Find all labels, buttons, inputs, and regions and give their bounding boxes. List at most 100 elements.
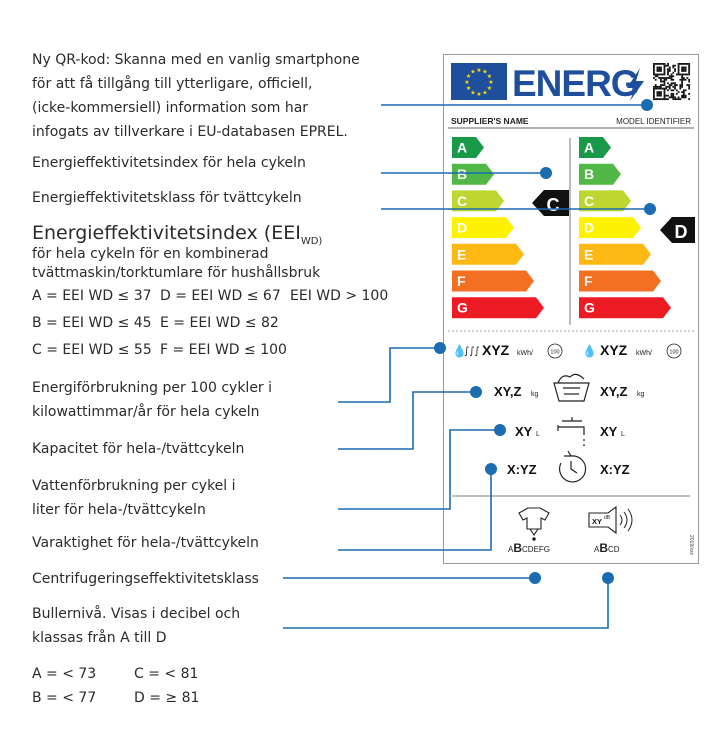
qr-module <box>656 91 659 94</box>
qr-module <box>660 91 662 94</box>
qr-module <box>667 73 669 76</box>
eei-scale-row: D = EEI WD ≤ 67 <box>160 286 281 306</box>
qr-module <box>670 94 673 97</box>
qr-module <box>656 85 659 88</box>
qr-module <box>688 78 691 81</box>
qr-module <box>668 84 671 86</box>
qr-module <box>675 84 678 86</box>
qr-module <box>660 73 662 76</box>
qr-module <box>686 63 689 65</box>
capacity-left: XY,Z <box>494 384 522 399</box>
class-letter-right: F <box>584 273 593 289</box>
qr-module <box>672 64 675 67</box>
qr-module <box>658 63 661 65</box>
spin-scale: ABCDEFG <box>508 541 550 555</box>
eei-desc-line: tvättmaskin/torktumlare för hushållsbruk <box>32 265 321 281</box>
qr-module <box>681 66 684 69</box>
qr-module <box>668 68 671 71</box>
qr-module <box>663 71 666 74</box>
eei-scale-item: EEI WD > 100 <box>290 288 389 304</box>
capacity-right: XY,Z <box>600 384 628 399</box>
water-line: liter för hela-/tvättcykeln <box>32 502 206 518</box>
eei-wash-cycle-label: Energieffektivitetsklass för tvättcykeln <box>32 190 302 206</box>
class-bar-f-left <box>452 270 534 292</box>
qr-module <box>677 66 680 69</box>
qr-module <box>653 66 655 69</box>
qr-module <box>677 70 680 72</box>
qr-module <box>663 82 666 85</box>
class-bar-b-left <box>452 163 494 185</box>
qr-module <box>686 73 689 76</box>
qr-module <box>653 85 655 88</box>
duration-left: X:YZ <box>507 462 537 477</box>
qr-description: Ny QR-kod: Skanna med en vanlig smartpho… <box>32 48 360 144</box>
noise-line: Bullernivå. Visas i decibel och <box>32 606 241 622</box>
label-title: ENERG <box>512 63 639 104</box>
qr-module <box>668 85 671 88</box>
qr-module <box>656 68 659 71</box>
class-scale-right: ABCDEFG <box>579 137 671 319</box>
qr-module <box>658 91 661 94</box>
energy-value-left: XYZ <box>482 342 510 358</box>
qr-module <box>679 63 682 65</box>
rating-arrow-right <box>660 217 695 243</box>
qr-module <box>656 63 659 65</box>
qr-module <box>672 66 675 69</box>
qr-module <box>653 96 655 99</box>
leader-noise <box>283 578 609 629</box>
qr-module <box>656 73 659 76</box>
qr-module <box>681 63 684 65</box>
qr-module <box>663 63 666 65</box>
qr-module <box>663 66 666 69</box>
class-bar-d-right <box>579 217 641 239</box>
eei-scale-row: F = EEI WD ≤ 100 <box>160 340 287 360</box>
qr-module <box>674 82 676 85</box>
qr-module <box>679 98 682 101</box>
qr-module <box>668 70 671 72</box>
qr-module <box>677 91 680 94</box>
qr-module <box>663 78 666 81</box>
qr-module <box>684 73 687 76</box>
eei-full-cycle-label: Energieffektivitetsindex för hela cykeln <box>32 155 306 171</box>
qr-module <box>658 87 661 90</box>
qr-module <box>682 92 685 95</box>
qr-module <box>681 73 684 76</box>
water-line: Vattenförbrukning per cykel i <box>32 478 236 494</box>
qr-module <box>670 96 673 99</box>
qr-line: (icke-kommersiell) information som har <box>32 100 309 116</box>
duration-right: X:YZ <box>600 462 630 477</box>
clock-icon <box>558 450 587 483</box>
qr-module <box>665 64 668 67</box>
qr-module <box>663 94 666 97</box>
qr-module <box>681 78 684 81</box>
qr-module <box>654 75 657 78</box>
marker-duration <box>485 463 497 475</box>
qr-module <box>654 63 657 65</box>
qr-module <box>661 84 664 86</box>
qr-module <box>672 85 675 88</box>
class-letter-right: A <box>584 140 594 156</box>
qr-module <box>675 92 678 95</box>
qr-module <box>674 64 676 67</box>
qr-module <box>665 98 668 101</box>
qr-module <box>668 75 671 78</box>
qr-module <box>681 91 684 94</box>
qr-module <box>672 78 675 81</box>
class-letter-right: B <box>584 166 594 182</box>
qr-module <box>681 68 684 71</box>
eei-heading: Energieffektivitetsindex (EEIWD) <box>32 222 322 253</box>
eei-scale-item: D = EEI WD ≤ 67 <box>160 288 281 304</box>
energy-row-left: 💧 ∫∫∫ XYZ kWh/ 100 <box>452 342 563 359</box>
qr-module <box>679 85 682 88</box>
noise-scale-item: A = < 73 <box>32 666 97 682</box>
noise-scale-item: D = ≥ 81 <box>134 690 200 706</box>
marker-noise <box>602 572 614 584</box>
model-identifier: MODEL IDENTIFIER <box>616 117 691 126</box>
qr-module <box>674 84 676 86</box>
qr-module <box>688 63 691 65</box>
qr-module <box>688 71 691 74</box>
heat-icon: ∫∫∫ <box>464 346 480 357</box>
energy-unit-right: kWh/ <box>636 350 652 357</box>
qr-module <box>672 92 675 95</box>
duration-label: Varaktighet för hela-/tvättcykeln <box>32 535 259 551</box>
